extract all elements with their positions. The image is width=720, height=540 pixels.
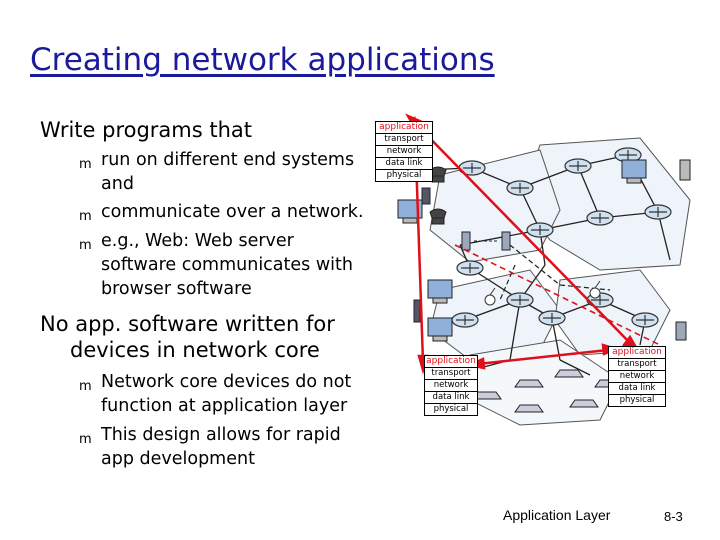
router-icon [506,180,534,196]
wireless-access-point-icon [484,280,601,306]
slide-title: Creating network applications [30,42,495,78]
app-connection-dashed-line [454,244,661,346]
router-icon [564,158,592,174]
bullet-marker-icon: m [79,432,92,447]
stack-layer-data-link: data link [425,392,477,404]
stack-layer-data-link: data link [609,383,665,395]
bullet-4: m Network core devices do not function a… [79,372,352,416]
bullet-marker-icon: m [79,209,92,224]
stack-layer-transport: transport [609,359,665,371]
stack-layer-network: network [425,380,477,392]
footer-label: Application Layer [503,507,611,523]
stack-layer-network: network [376,146,432,158]
stack-layer-physical: physical [386,170,422,180]
page-number: 8-3 [664,509,683,524]
dashed-links [499,244,611,301]
bullet-5: m This design allows for rapid app devel… [79,425,341,469]
stack-layer-transport: transport [425,368,477,380]
stack-layer-application: application [609,347,665,359]
stack-layer-physical: physical [619,395,655,405]
bullet-3: m e.g., Web: Web server software communi… [79,231,353,299]
stack-layer-application: application [425,356,477,368]
section2-heading-line1: No app. software written for [40,312,335,336]
router-icon [586,210,614,226]
app-arrows [405,113,641,375]
stack-layer-data-link: data link [376,158,432,170]
stack-layer-transport: transport [376,134,432,146]
router-icon [506,292,534,308]
router-icon [614,147,642,163]
router-icon [451,312,479,328]
protocol-stack-left: application transport network data link … [424,355,478,416]
desktop-computer-icon [397,159,691,342]
bullet-2: m communicate over a network. [79,200,364,224]
stack-layer-application: application [376,122,432,134]
bullet-marker-icon: m [79,157,92,172]
modem-icon [413,187,431,323]
section1-heading: Write programs that [40,118,253,142]
router-icon [456,260,484,276]
bullet-marker-icon: m [79,238,92,253]
router-icon [526,222,554,238]
protocol-stack-right: application transport network data link … [608,346,666,407]
section2-heading-line2: devices in network core [70,338,320,362]
protocol-stack-top: application transport network data link … [375,121,433,182]
stack-layer-network: network [609,371,665,383]
stack-layer-physical: physical [433,404,469,414]
bullet-marker-icon: m [79,379,92,394]
bullet-1: m run on different end systems and [79,150,355,194]
router-icon [644,204,672,220]
router-icon [538,310,566,326]
router-icon [631,312,659,328]
